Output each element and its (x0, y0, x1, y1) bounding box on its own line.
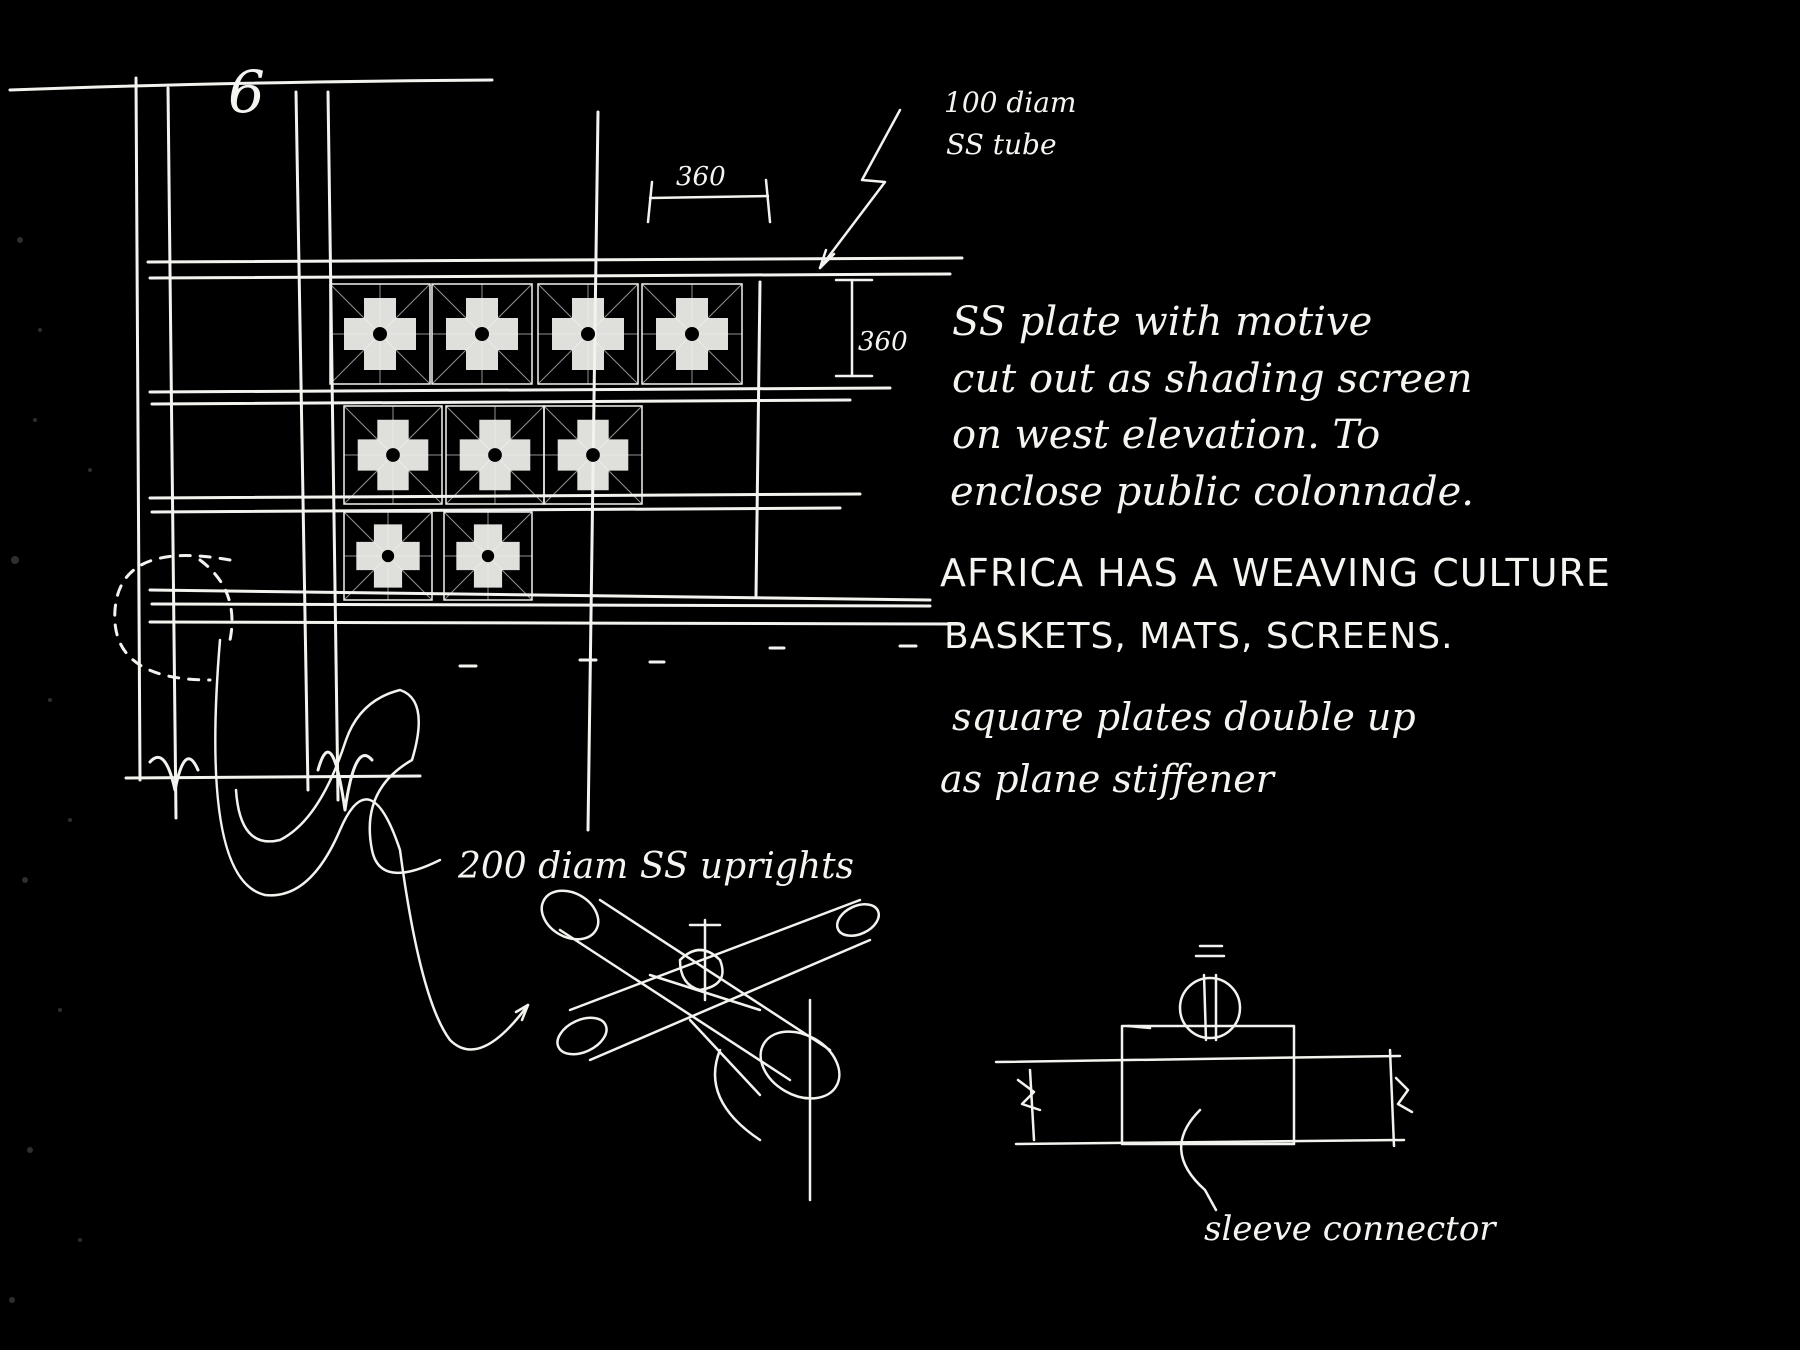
column-mid-outer (294, 90, 310, 792)
uprights-note: 200 diam SS uprights (457, 846, 854, 887)
svg-text:as plane stiffener: as plane stiffener (940, 757, 1277, 801)
tube-row-2 (148, 386, 892, 394)
cutout-plate (537, 283, 639, 385)
cutout-plate (543, 405, 643, 505)
culture-note: AFRICA HAS A WEAVING CULTURE BASKETS, MA… (940, 551, 1611, 657)
tube-row-4 (148, 588, 932, 602)
column-mid-inner (326, 90, 340, 802)
column-left-inner (166, 86, 178, 820)
stiffener-note: square plates double up as plane stiffen… (940, 695, 1416, 801)
leader-lines (214, 108, 1218, 1212)
connector-leader (1179, 1108, 1218, 1212)
cutout-plate (431, 283, 533, 385)
cutout-plate (343, 511, 433, 601)
svg-text:SS plate with motive: SS plate with motive (952, 299, 1372, 345)
ground-line (124, 774, 422, 780)
cutout-plate (443, 511, 533, 601)
plate-note: SS plate with motive cut out as shading … (950, 299, 1474, 515)
cutout-plates (329, 283, 743, 601)
sleeve-connector-sketch (994, 944, 1414, 1148)
cutout-plate (641, 283, 743, 385)
svg-text:AFRICA HAS A WEAVING CULTURE: AFRICA HAS A WEAVING CULTURE (940, 551, 1611, 595)
connector-note: sleeve connector (1204, 1209, 1497, 1249)
svg-text:cut out as shading screen: cut out as shading screen (952, 356, 1472, 402)
gridline-label: 6 (228, 58, 265, 126)
svg-text:on west elevation. To: on west elevation. To (952, 412, 1380, 458)
dimension-vertical-label: 360 (858, 327, 908, 357)
cutout-plate (445, 405, 545, 505)
joint-leader (214, 638, 530, 1051)
dimension-horizontal-label: 360 (676, 162, 726, 192)
svg-text:SS tube: SS tube (946, 128, 1057, 161)
uprights-leader (234, 688, 442, 875)
cutout-plate (329, 283, 431, 385)
tube-row-5 (148, 620, 962, 626)
svg-text:BASKETS, MATS, SCREENS.: BASKETS, MATS, SCREENS. (944, 616, 1454, 657)
svg-text:square plates double up: square plates double up (952, 695, 1416, 739)
screen-elevation-grid (8, 76, 964, 832)
tube-leader (818, 108, 902, 270)
background-speckle (9, 237, 92, 1303)
tube-note: 100 diam SS tube (944, 86, 1076, 161)
dimension-horizontal (646, 178, 772, 224)
dimension-vertical (834, 278, 874, 378)
tube-row-3 (148, 492, 862, 500)
tube-joint-sketch (540, 889, 881, 1202)
svg-text:100 diam: 100 diam (944, 86, 1076, 119)
cutout-plate (343, 405, 443, 505)
svg-text:enclose public colonnade.: enclose public colonnade. (950, 469, 1474, 515)
